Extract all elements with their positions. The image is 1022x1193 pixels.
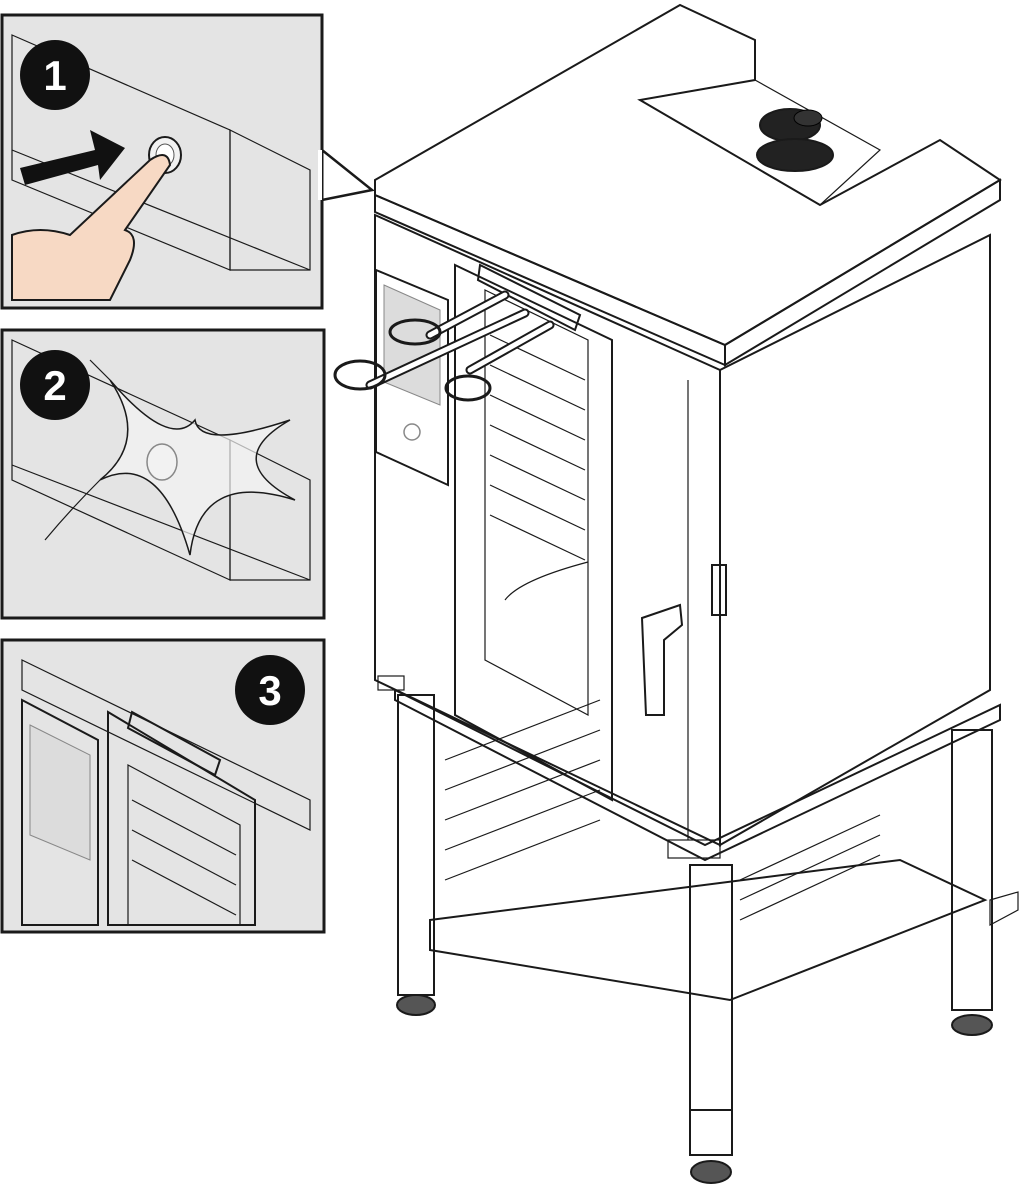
oven-assembly: [333, 3, 1019, 1184]
step-number-2: 2: [43, 362, 66, 409]
oven-right-side: [719, 233, 991, 847]
oven-door: [454, 263, 613, 802]
callout-panel-1: 1: [0, 13, 375, 310]
oven-stand: [394, 688, 1019, 1184]
callout-panel-3: 3: [0, 638, 326, 934]
step-number-3: 3: [258, 667, 281, 714]
step-badge-3: [235, 655, 305, 725]
top-connector: [756, 108, 834, 172]
callout-panel-2: 2: [0, 328, 326, 620]
step-badge-2: [20, 350, 90, 420]
burst-icon: [44, 359, 296, 556]
push-arrow-icon: [20, 130, 125, 185]
step-badge-1: [20, 40, 90, 110]
oven-top: [374, 3, 1002, 347]
control-panel: [375, 268, 449, 487]
hand-pointer-icon: [11, 154, 172, 301]
released-button: [146, 443, 178, 481]
vent-hook-icon: [333, 290, 555, 402]
step-number-1: 1: [43, 52, 66, 99]
door-handle[interactable]: [640, 603, 684, 716]
